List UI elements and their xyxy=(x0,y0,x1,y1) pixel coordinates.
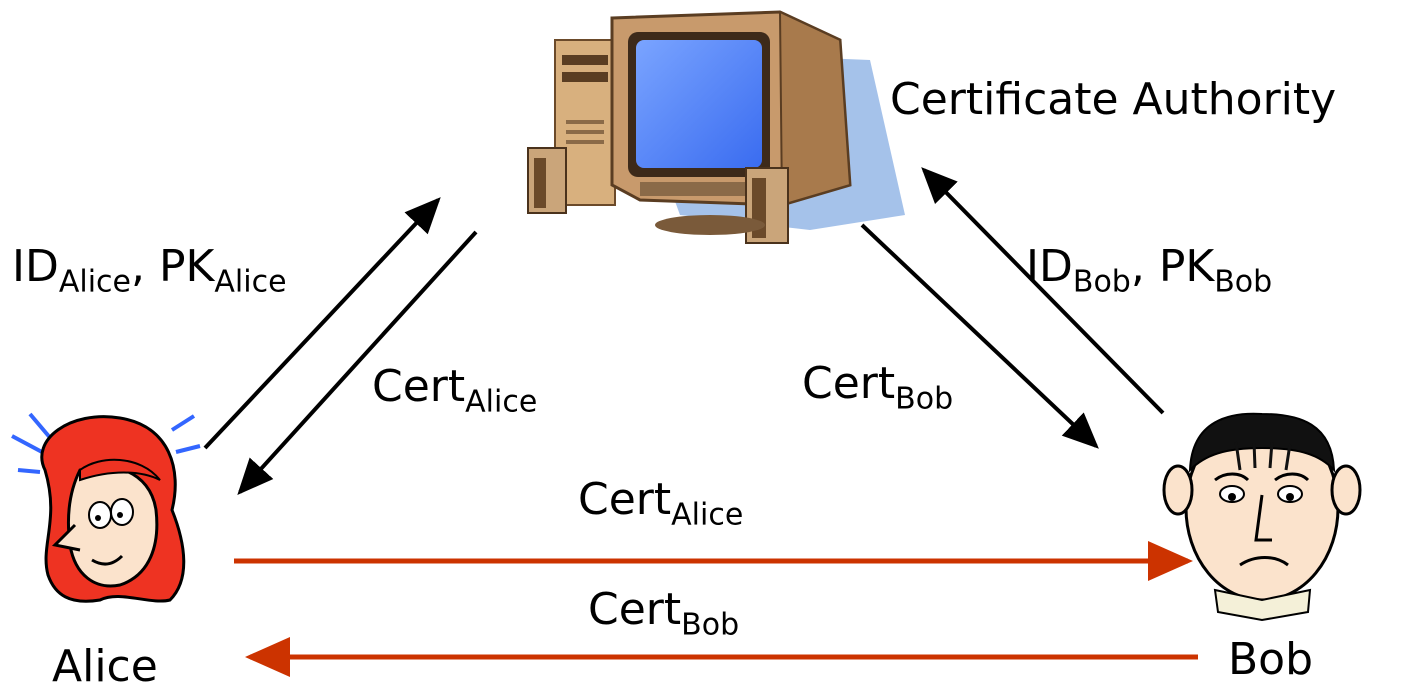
bob-label: Bob xyxy=(1228,634,1314,685)
arrow-alice-to-ca xyxy=(203,197,441,450)
alice-label: Alice xyxy=(52,641,158,692)
cert-bob-to-alice-label: CertBob xyxy=(588,584,740,643)
bob-face-icon xyxy=(1162,412,1362,622)
alice-id-pk-label: IDAlice, PKAlice xyxy=(12,241,287,300)
certificate-authority-label: Certificate Authority xyxy=(890,74,1337,125)
cert-alice-to-bob-label: CertAlice xyxy=(578,474,744,533)
arrow-ca-to-bob xyxy=(860,223,1099,449)
cert-bob-from-ca-label: CertBob xyxy=(802,358,954,417)
cert-alice-from-ca-label: CertAlice xyxy=(372,361,538,420)
bob-id-pk-label: IDBob, PKBob xyxy=(1026,241,1273,300)
arrow-bob-to-ca xyxy=(921,167,1165,415)
computer-icon xyxy=(527,10,905,244)
arrow-ca-to-alice xyxy=(237,230,478,495)
alice-face-icon xyxy=(11,412,201,603)
